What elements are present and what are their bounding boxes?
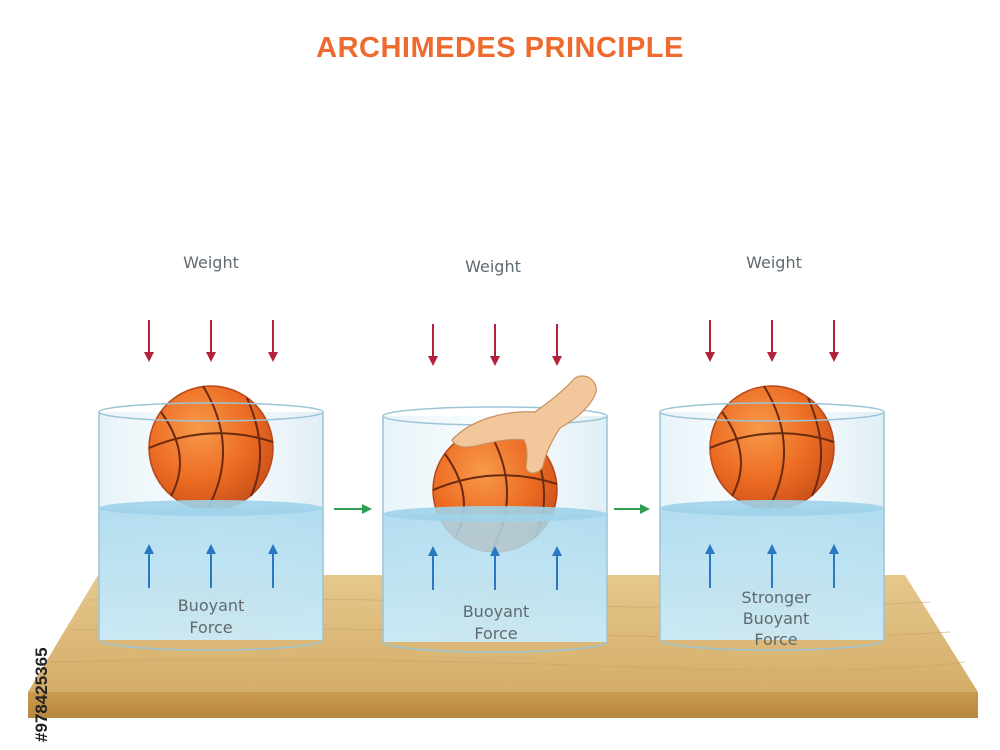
water-surface [99,500,323,516]
basketball-icon [148,385,274,511]
weight-arrow-3-1 [705,320,715,362]
weight-label-1: Weight [183,253,239,272]
water-surface [383,506,607,522]
weight-label-3: Weight [746,253,802,272]
hand-icon [451,375,597,474]
buoyant-label-3-line-1: Stronger [741,588,811,607]
buoyant-label-2-line-1: Buoyant [462,602,530,621]
step-arrow-2 [614,504,650,514]
weight-arrow-3-2 [767,320,777,362]
buoyant-arrow-1-2 [206,544,216,588]
buoyant-arrow-2-2 [490,546,500,590]
weight-arrow-2-1 [428,324,438,366]
stock-id-label: #978425365 [32,647,51,742]
buoyant-label-2-line-2: Force [474,624,518,643]
weight-arrow-1-3 [268,320,278,362]
buoyant-label-1: Buoyant Force [131,595,291,639]
buoyant-arrow-3-2 [767,544,777,588]
buoyant-arrow-1-3 [268,544,278,588]
weight-arrow-2-2 [490,324,500,366]
weight-label-2: Weight [465,257,521,276]
weight-arrow-1-1 [144,320,154,362]
buoyant-label-2: Buoyant Force [416,601,576,645]
beaker-outline [659,402,885,651]
beaker-panel-1 [98,385,324,651]
buoyant-arrow-1-1 [144,544,154,588]
buoyant-arrow-3-1 [705,544,715,588]
buoyant-label-1-line-2: Force [189,618,233,637]
buoyant-arrow-2-1 [428,546,438,590]
water-surface [660,500,884,516]
diagram-title: ARCHIMEDES PRINCIPLE [316,32,684,64]
weight-arrow-3-3 [829,320,839,362]
step-arrow-1 [334,504,372,514]
basketball-icon [709,385,835,511]
weight-arrow-2-3 [552,324,562,366]
buoyant-label-3-line-3: Force [754,630,798,649]
buoyant-arrow-3-3 [829,544,839,588]
weight-arrow-1-2 [206,320,216,362]
stock-id-label-wrap: #978425365 [4,512,51,742]
beaker-panel-3 [659,385,885,651]
beaker-outline [382,406,608,653]
beaker-panel-2 [382,406,608,653]
buoyant-label-3: Stronger Buoyant Force [696,587,856,650]
buoyant-label-1-line-1: Buoyant [177,596,245,615]
buoyant-label-3-line-2: Buoyant [742,609,810,628]
buoyant-arrow-2-3 [552,546,562,590]
beaker-outline [98,402,324,651]
